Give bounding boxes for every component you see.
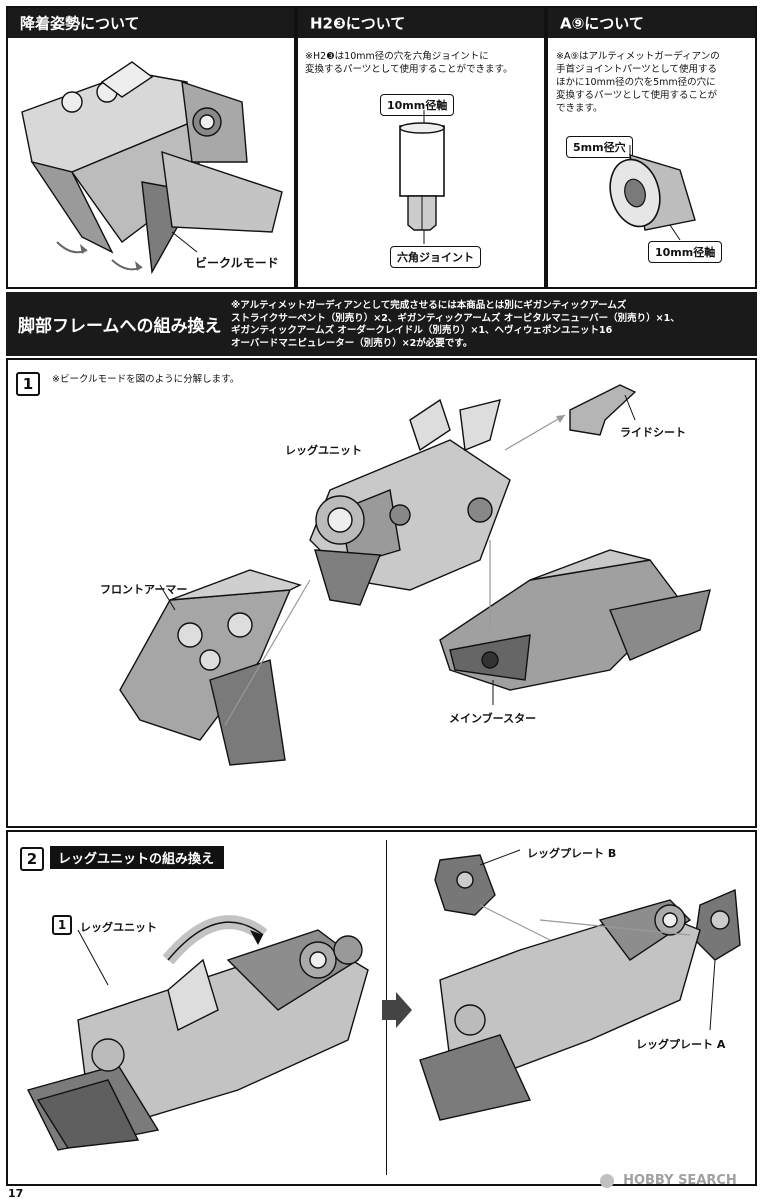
landing-title-band: 降着姿勢について [8, 8, 294, 38]
step2-number: 2 [20, 847, 44, 871]
label-main-booster: メインブースター [449, 712, 537, 725]
step1-number: 1 [16, 372, 40, 396]
leg-unit-before-illustration [26, 915, 369, 1151]
main-booster-part [439, 549, 711, 691]
watermark-logo-icon [600, 1173, 614, 1188]
h2-label-10mm-shaft: 10mm径軸 [380, 94, 455, 116]
label-leg-plate-b: レッグプレート B [527, 847, 617, 860]
section-note: ※アルティメットガーディアンとして完成させるには本商品とは別にギガンティックアー… [231, 300, 680, 349]
label-leg-plate-a: レッグプレート A [636, 1038, 726, 1051]
h2-title: H2❸について [310, 14, 406, 33]
leg-unit-after-illustration [419, 849, 741, 1121]
h2-title-band: H2❸について [298, 8, 544, 38]
a9-part-illustration [609, 145, 696, 241]
a9-label-5mm-hole: 5mm径穴 [566, 136, 633, 158]
label-ride-seat: ライドシート [620, 426, 686, 439]
ride-seat-part [569, 384, 637, 436]
vehicle-mode-illustration [21, 61, 283, 275]
landing-title: 降着姿勢について [20, 14, 140, 33]
a9-label-10mm-shaft: 10mm径軸 [648, 241, 723, 263]
vehicle-mode-label: ビークルモード [195, 256, 279, 270]
section-title: 脚部フレームへの組み換え [18, 316, 222, 337]
a9-title: A⑨について [560, 14, 644, 33]
step1-note: ※ビークルモードを図のように分解します。 [52, 374, 240, 385]
step1-disassembly-illustration [119, 384, 711, 766]
watermark: HOBBY SEARCH [600, 1170, 737, 1189]
page-number: 17 [8, 1187, 24, 1200]
step2-transition-arrow [382, 992, 412, 1028]
a9-title-band: A⑨について [548, 8, 755, 38]
h2-part-illustration [399, 110, 445, 244]
label-leg-unit: レッグユニット [285, 444, 362, 457]
watermark-text: HOBBY SEARCH [623, 1173, 737, 1188]
a9-note: ※A⑨はアルティメットガーディアンの 手首ジョイントパーツとして使用する ほかに… [556, 51, 720, 114]
step2-ref-number: 1 [52, 915, 72, 935]
step2-ref-label: レッグユニット [80, 921, 157, 934]
h2-note: ※H2❸は10mm径の穴を六角ジョイントに 変換するパーツとして使用することがで… [305, 51, 513, 75]
label-front-armor: フロントアーマー [100, 583, 188, 596]
front-armor-part [119, 569, 302, 766]
step2-title: レッグユニットの組み換え [50, 846, 225, 869]
h2-label-hex-joint: 六角ジョイント [390, 246, 481, 268]
section-header: 脚部フレームへの組み換え ※アルティメットガーディアンとして完成させるには本商品… [6, 292, 757, 356]
leg-unit-part [309, 398, 511, 606]
